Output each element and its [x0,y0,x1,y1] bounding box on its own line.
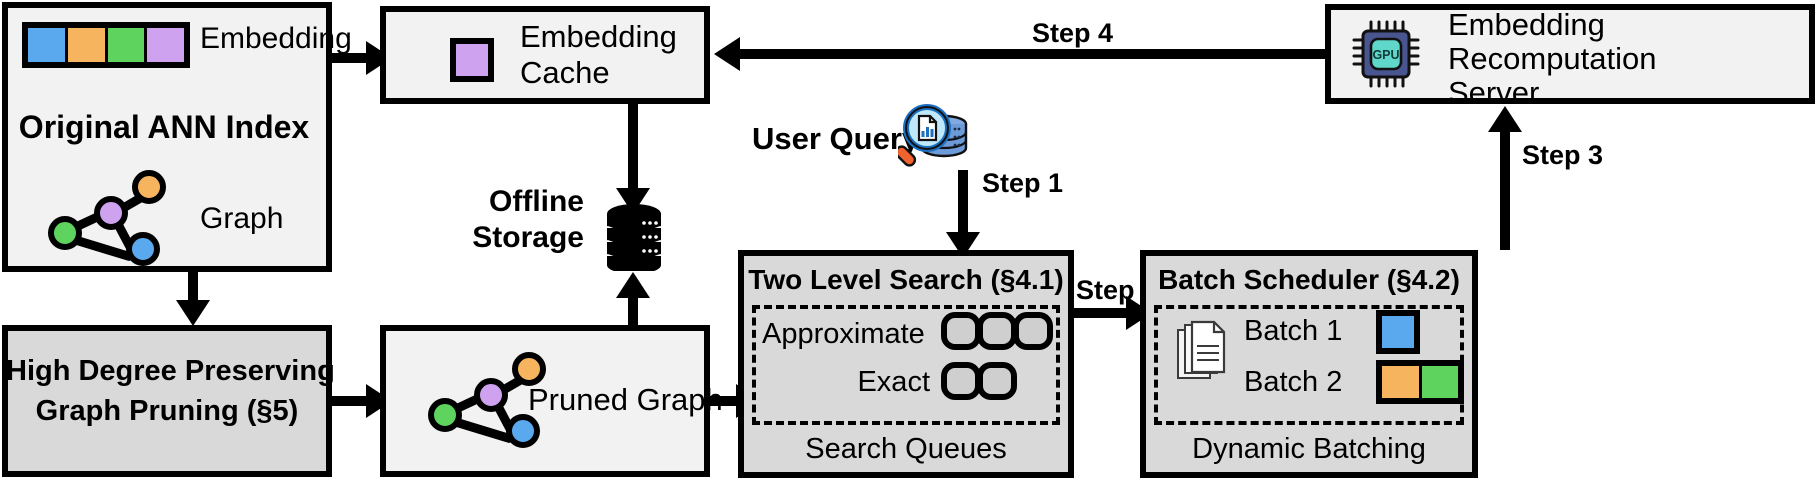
documents-stack-icon [1176,320,1230,386]
dynamic-batching-footer: Dynamic Batching [1192,433,1426,465]
batch-2-swatch-green [1421,366,1458,398]
arrow-pruned-to-storage-line [628,296,638,328]
embedding-swatch-orange [67,28,108,62]
graph-node-orange [512,352,546,386]
graph-node-purple [94,196,128,230]
step-4-label: Step 4 [1032,18,1114,48]
exact-queue-slot-2[interactable] [977,362,1017,400]
batch-1-label: Batch 1 [1244,315,1343,347]
graph-node-blue [126,232,160,266]
exact-row-label: Exact [857,366,930,398]
graph-node-orange [132,170,166,204]
step-3-label: Step 3 [1522,140,1604,170]
original-ann-index-title: Original ANN Index [18,109,310,145]
exact-queue-slot-1[interactable] [941,362,981,400]
step-1-label: Step 1 [982,168,1064,198]
search-queues-dashed-region [752,305,1060,425]
approximate-row-label: Approximate [762,318,925,350]
embedding-swatch-strip [22,22,190,68]
embedding-cache-swatch [450,38,494,82]
approximate-queue-slot-3[interactable] [1013,312,1053,350]
arrow-pruned-to-storage-head [616,272,650,298]
arrow-index-to-pruning-line [188,272,198,306]
graph-node-purple [474,378,508,412]
svg-text:GPU: GPU [1372,48,1399,62]
batch-2-swatch-strip [1376,360,1464,404]
batch-2-swatch-orange [1382,366,1422,398]
approximate-queue-slot-2[interactable] [977,312,1017,350]
recomputation-server-line1: Embedding [1448,7,1605,42]
original-graph-widget [40,168,166,266]
batch-2-label: Batch 2 [1244,366,1343,398]
embedding-swatch-purple [147,28,184,62]
two-level-search-title: Two Level Search (§4.1) [748,264,1064,295]
graph-node-green [48,216,82,250]
arrow-step1-line [958,170,968,238]
embedding-cache-title-line1: Embedding [520,19,677,54]
arrow-step4-line [740,49,1328,59]
pruned-graph-widget [420,350,546,448]
embedding-label: Embedding [200,22,352,55]
embedding-cache-box [380,6,710,104]
arrow-step3-line [1500,130,1510,250]
query-search-database-icon [898,103,970,169]
batch-scheduler-title: Batch Scheduler (§4.2) [1158,264,1460,295]
batch-1-swatch-blue [1376,310,1420,354]
database-cylinder-icon [606,203,662,271]
arrow-step3-head [1488,106,1522,132]
offline-storage-label-line2: Storage [472,221,584,254]
arrow-pruned-to-search-line [710,396,742,406]
graph-node-blue [506,414,540,448]
arrow-index-to-pruning-head [176,300,210,326]
graph-pruning-box [2,325,332,477]
graph-pruning-title-line1: High Degree Preserving [6,355,335,387]
gpu-chip-icon: GPU [1352,20,1420,88]
pruned-graph-label: Pruned Graph [528,382,723,417]
arrow-step2-line [1074,308,1132,318]
approximate-queue-slot-1[interactable] [941,312,981,350]
graph-node-green [428,398,462,432]
graph-pruning-title-line2: Graph Pruning (§5) [35,395,299,427]
recomputation-server-line2: Recomputation [1448,41,1657,76]
arrow-index-to-cache-line [332,53,372,63]
two-level-search-box [738,250,1074,478]
arrow-pruning-to-pruned-line [332,396,372,406]
search-queues-footer: Search Queues [805,433,1007,465]
embedding-cache-title-line2: Cache [520,55,610,90]
graph-label: Graph [200,202,284,235]
offline-storage-label-line1: Offline [489,185,584,218]
embedding-swatch-green [107,28,148,62]
arrow-step4-head [714,37,740,71]
user-query-label: User Query [752,121,920,156]
recomputation-server-line3: Server [1448,75,1540,110]
embedding-swatch-blue [28,28,68,62]
arrow-cache-to-storage-line [628,104,638,204]
